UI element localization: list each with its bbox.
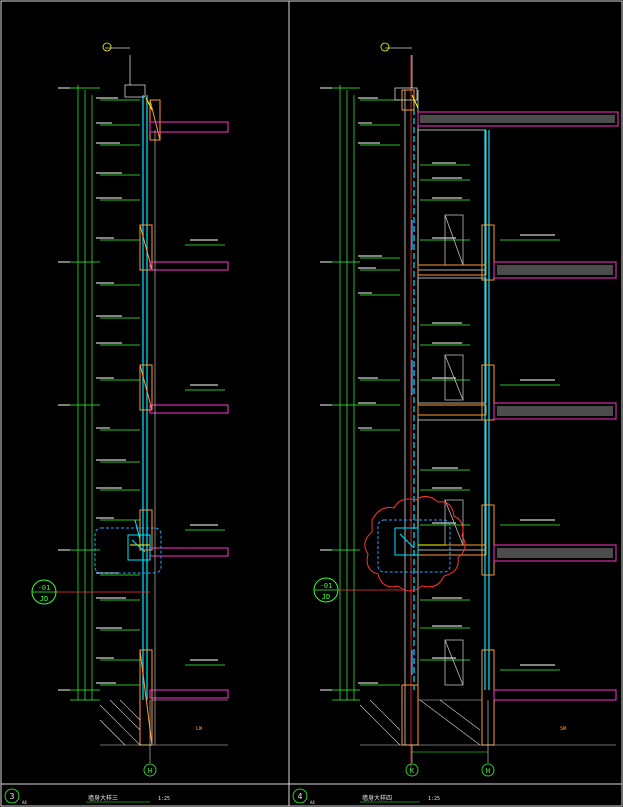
right-drawing-scale: 1:25	[428, 796, 440, 802]
left-title-block: 3 A4 墙身大样三 1:25	[4, 788, 170, 805]
left-yellow-marks	[130, 97, 153, 546]
right-callout-bottom-text: JD	[322, 593, 330, 601]
left-detail-sheet: A4	[22, 800, 27, 805]
left-glass-curtain	[142, 95, 148, 700]
left-ground-hatch	[99, 699, 228, 746]
right-detail-box	[377, 519, 451, 573]
left-annotation-marks	[58, 87, 218, 691]
right-title-block: 4 A4 墙身大样四 1:25	[292, 788, 440, 805]
right-detail-number-circle	[292, 788, 308, 804]
right-detail-sheet: A4	[310, 800, 315, 805]
right-column	[404, 90, 487, 745]
left-callout-bottom-text: JD	[40, 595, 48, 603]
right-section-drawing: -01 JD K H SW	[313, 42, 619, 777]
left-dimension-lines	[70, 85, 225, 701]
right-drawing-title: 墙身大样四	[362, 794, 392, 802]
right-dimension-lines	[332, 85, 560, 701]
right-axis-label-h: H	[486, 767, 490, 775]
left-axis-label: H	[148, 767, 152, 775]
right-yellow-marks	[411, 94, 445, 546]
left-detail-box	[94, 527, 162, 574]
left-parapet	[105, 47, 146, 98]
left-drawing-scale: 1:25	[158, 796, 170, 802]
right-insulation-fill	[420, 115, 615, 558]
left-drawing-title: 墙身大样三	[88, 794, 118, 802]
right-glass-curtain	[413, 100, 490, 690]
left-callout-top-text: -01	[38, 584, 51, 592]
right-revision-cloud	[364, 496, 466, 592]
left-top-marker	[102, 42, 112, 52]
left-section-drawing: -01 JD H LW	[31, 42, 229, 777]
left-detail-insert	[127, 519, 151, 561]
left-detail-number-circle	[4, 788, 20, 804]
right-top-marker	[380, 42, 390, 52]
right-axis-bubble-k: K	[405, 763, 419, 777]
right-detail-insert	[394, 527, 419, 556]
right-callout-bubble: -01 JD	[313, 577, 339, 603]
right-callout-top-text: -01	[320, 582, 333, 590]
right-axis-label-k: K	[410, 767, 415, 775]
right-parapet	[385, 47, 418, 101]
left-detail-number: 3	[10, 792, 15, 801]
right-axis-bubble-h: H	[481, 763, 495, 777]
right-axis-lines	[411, 700, 489, 763]
right-floor-slabs	[417, 111, 619, 701]
left-axis-bubble: H	[143, 763, 157, 777]
right-detail-number: 4	[298, 792, 303, 801]
left-room-label: LW	[196, 726, 203, 732]
right-room-label: SW	[560, 726, 567, 732]
left-callout-bubble: -01 JD	[31, 579, 57, 605]
